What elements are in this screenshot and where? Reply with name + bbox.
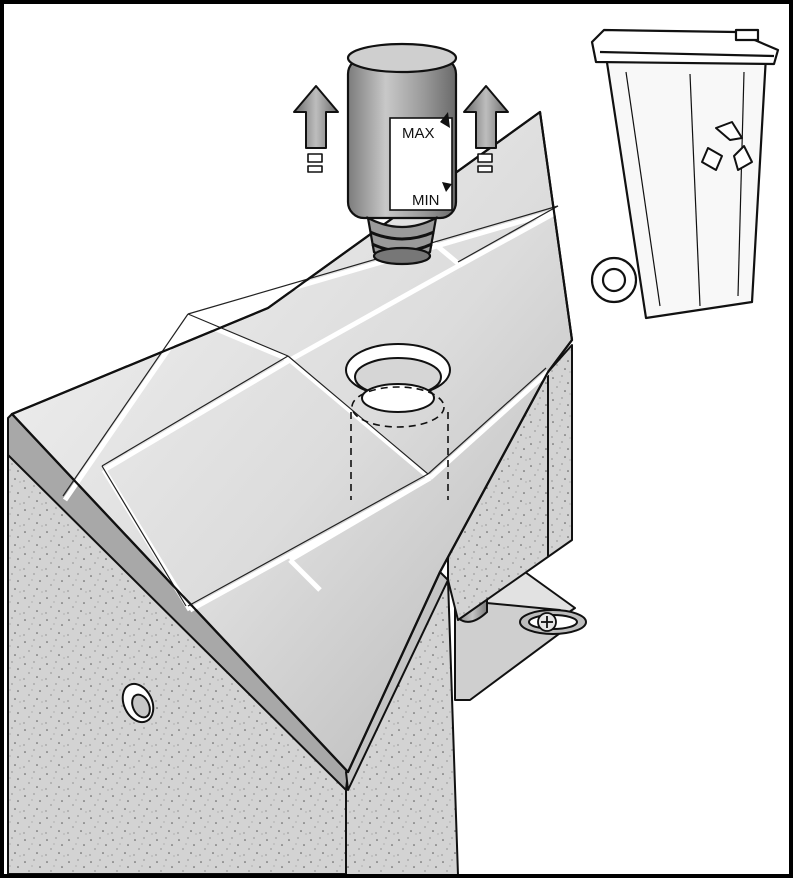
screw-icon (537, 612, 557, 632)
installation-diagram: MAX MIN (7, 28, 780, 874)
drain-hole (345, 343, 451, 500)
level-arrow-icons (440, 112, 452, 192)
fluid-bottle (346, 42, 458, 266)
up-arrow-icon (293, 85, 339, 173)
up-arrow-icon (463, 85, 509, 173)
tile-surface (10, 110, 574, 774)
bottle-max-label: MAX (402, 125, 435, 142)
recycle-icon (701, 121, 753, 171)
wheelie-bin-icon (590, 28, 780, 320)
wall-hole (121, 682, 155, 724)
bottle-min-label: MIN (412, 192, 440, 209)
